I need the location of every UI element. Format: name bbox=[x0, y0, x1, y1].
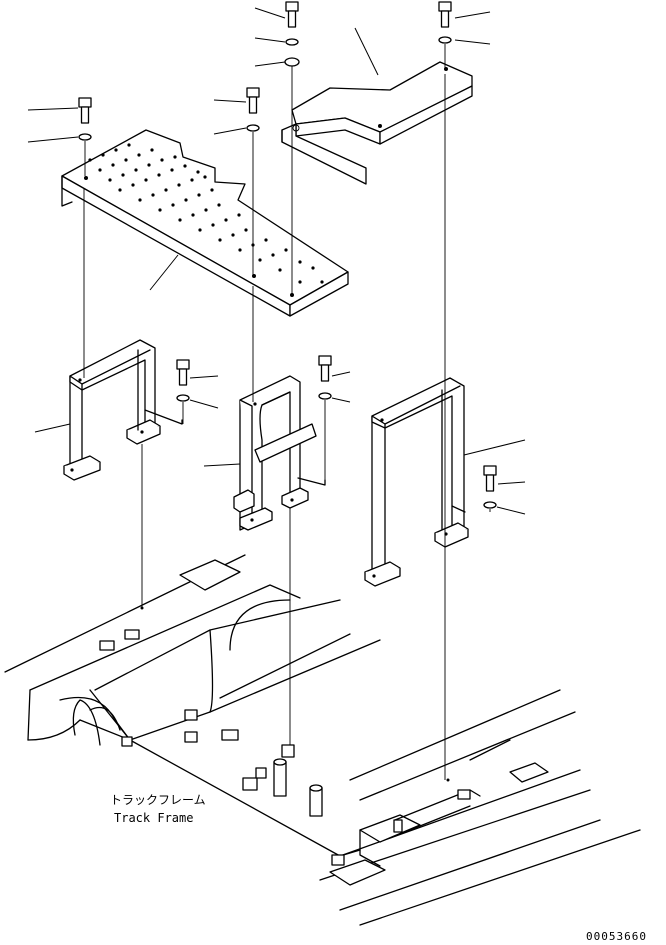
track-frame bbox=[4, 554, 641, 926]
bolt-icon bbox=[438, 1, 452, 28]
cover-plate bbox=[281, 61, 473, 185]
support-right bbox=[364, 377, 469, 587]
support-center bbox=[233, 375, 326, 531]
bolt-icon bbox=[176, 359, 190, 386]
washer-icon bbox=[285, 38, 299, 46]
frame-pins bbox=[273, 758, 323, 817]
leader-lines bbox=[27, 7, 526, 515]
washer-icon bbox=[176, 394, 190, 402]
washer-icon bbox=[284, 57, 300, 67]
track-frame-label-en: Track Frame bbox=[114, 811, 193, 825]
bolt-icon bbox=[318, 355, 332, 382]
bolt-icon bbox=[246, 87, 260, 114]
track-frame-label-jp: トラックフレーム bbox=[110, 793, 206, 807]
bolt-icon bbox=[78, 97, 92, 124]
assembly-lines bbox=[83, 44, 491, 780]
washer-icon bbox=[318, 392, 332, 400]
bolt-icon bbox=[483, 465, 497, 492]
drawing-code: 00053660 bbox=[586, 930, 647, 943]
washer-icon bbox=[438, 36, 452, 44]
washer-icon bbox=[78, 133, 92, 141]
step-plate-holes bbox=[84, 143, 324, 297]
step-plate bbox=[61, 129, 349, 317]
bolts-and-washers bbox=[78, 1, 497, 509]
bolt-icon bbox=[285, 1, 299, 28]
washer-icon bbox=[483, 501, 497, 509]
support-left bbox=[63, 339, 183, 481]
washer-icon bbox=[246, 124, 260, 132]
frame-blocks bbox=[99, 629, 471, 866]
